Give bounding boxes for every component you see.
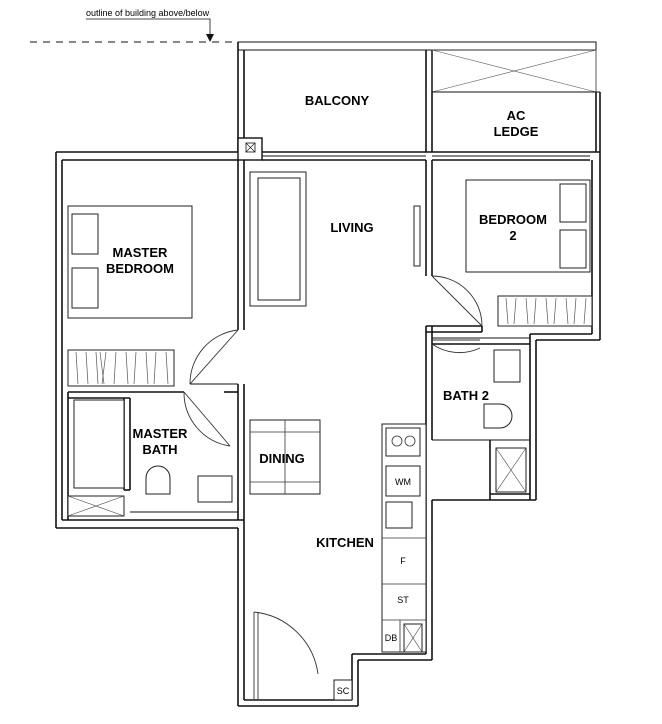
dining-label: DINING	[259, 451, 305, 466]
db-label: DB	[385, 633, 398, 643]
master-bath-label-2: BATH	[142, 442, 177, 457]
bedroom2-label-2: 2	[509, 228, 516, 243]
master-bed	[67, 205, 193, 319]
bath2-ac-ledge	[495, 447, 527, 493]
dining-table	[249, 419, 321, 495]
bath2-label: BATH 2	[443, 388, 489, 403]
main-entrance-door	[253, 611, 319, 700]
fridge-label: F	[400, 556, 406, 566]
sc-box	[333, 679, 353, 701]
master-wardrobe	[67, 349, 175, 387]
outline-note: outline of building above/below	[86, 8, 210, 18]
master-toilet	[145, 465, 171, 495]
ac-ledge-label-2: LEDGE	[494, 124, 539, 139]
sofa	[249, 171, 307, 307]
bedroom2-door	[431, 275, 483, 327]
bath2-toilet	[483, 403, 513, 429]
outline-arrow	[86, 18, 214, 42]
balcony-area	[237, 41, 597, 152]
ac-ledge	[431, 49, 601, 152]
master-bath-ac-ledge	[67, 495, 125, 517]
sc-label: SC	[337, 686, 350, 696]
cooker-hob	[385, 427, 421, 457]
master-bedroom-label-1: MASTER	[113, 245, 169, 260]
washing-machine	[385, 465, 421, 497]
ac-ledge-label-1: AC	[507, 108, 526, 123]
tv-console	[413, 205, 421, 267]
master-bath-label-1: MASTER	[133, 426, 189, 441]
kitchen-label: KITCHEN	[316, 535, 374, 550]
master-bedroom-label-2: BEDROOM	[106, 261, 174, 276]
store-label: ST	[397, 595, 409, 605]
wm-label: WM	[395, 477, 411, 487]
living-label: LIVING	[330, 220, 373, 235]
bedroom2-wardrobe	[497, 295, 593, 327]
bedroom2-bed	[465, 179, 591, 273]
bath2-basin	[493, 349, 521, 383]
kitchen-sink	[385, 501, 413, 529]
master-shower	[73, 399, 125, 489]
master-basin	[197, 475, 233, 503]
interior-walls	[67, 137, 530, 520]
bedroom2-label-1: BEDROOM	[479, 212, 547, 227]
kitchen-counter	[381, 423, 427, 653]
master-bath-door	[183, 391, 231, 447]
master-bedroom-door	[189, 329, 239, 385]
balcony-label: BALCONY	[305, 93, 370, 108]
bath2-door	[431, 339, 481, 354]
